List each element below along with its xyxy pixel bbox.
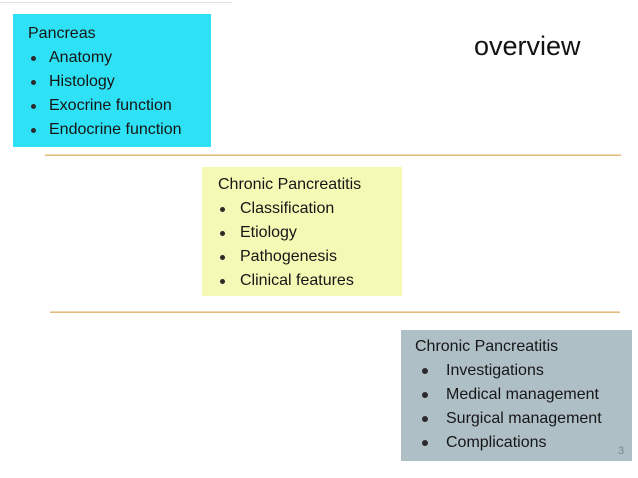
list-item: Complications xyxy=(401,431,632,455)
pancreas-box: Pancreas Anatomy Histology Exocrine func… xyxy=(13,14,211,147)
list-item-label: Exocrine function xyxy=(49,97,172,114)
list-item-label: Pathogenesis xyxy=(240,248,337,265)
list-item-label: Surgical management xyxy=(446,410,602,427)
list-item-label: Complications xyxy=(446,434,547,451)
bullet-icon xyxy=(422,368,428,374)
chronic-box-2-title: Chronic Pancreatitis xyxy=(415,338,559,355)
list-item: Classification xyxy=(202,197,402,221)
bullet-icon xyxy=(422,416,428,422)
bullet-icon xyxy=(31,128,36,133)
pancreas-box-title: Pancreas xyxy=(28,25,96,42)
list-item: Anatomy xyxy=(13,46,211,70)
list-item: Investigations xyxy=(401,359,632,383)
list-item: Surgical management xyxy=(401,407,632,431)
list-item-label: Medical management xyxy=(446,386,599,403)
top-edge-line xyxy=(0,2,232,3)
bullet-icon xyxy=(422,440,428,446)
bullet-icon xyxy=(31,104,36,109)
list-item: Pathogenesis xyxy=(202,245,402,269)
list-item-label: Investigations xyxy=(446,362,544,379)
bullet-icon xyxy=(31,80,36,85)
list-item: Medical management xyxy=(401,383,632,407)
list-item-label: Etiology xyxy=(240,224,297,241)
bullet-icon xyxy=(31,56,36,61)
list-item: Clinical features xyxy=(202,269,402,293)
bullet-icon xyxy=(220,207,225,212)
list-item-label: Anatomy xyxy=(49,49,113,66)
bullet-icon xyxy=(422,392,428,398)
chronic-pancreatitis-box-1: Chronic Pancreatitis Classification Etio… xyxy=(202,167,402,296)
list-item-label: Clinical features xyxy=(240,272,354,289)
list-item-label: Histology xyxy=(49,73,115,90)
bullet-icon xyxy=(220,231,225,236)
page-number: 3 xyxy=(618,445,625,457)
list-item: Histology xyxy=(13,70,211,94)
list-item: Endocrine function xyxy=(13,118,211,142)
bullet-icon xyxy=(220,255,225,260)
divider-line xyxy=(45,154,621,156)
chronic-box-1-title: Chronic Pancreatitis xyxy=(218,176,362,193)
chronic-box-2-list: Investigations Medical management Surgic… xyxy=(401,359,632,455)
bullet-icon xyxy=(220,279,225,284)
list-item-label: Endocrine function xyxy=(49,121,182,138)
list-item: Etiology xyxy=(202,221,402,245)
list-item-label: Classification xyxy=(240,200,335,217)
pancreas-box-list: Anatomy Histology Exocrine function Endo… xyxy=(13,46,211,142)
chronic-pancreatitis-box-2: Chronic Pancreatitis Investigations Medi… xyxy=(401,330,632,461)
slide-title: overview xyxy=(474,31,581,61)
list-item: Exocrine function xyxy=(13,94,211,118)
chronic-box-1-list: Classification Etiology Pathogenesis Cli… xyxy=(202,197,402,293)
divider-line xyxy=(50,311,620,313)
